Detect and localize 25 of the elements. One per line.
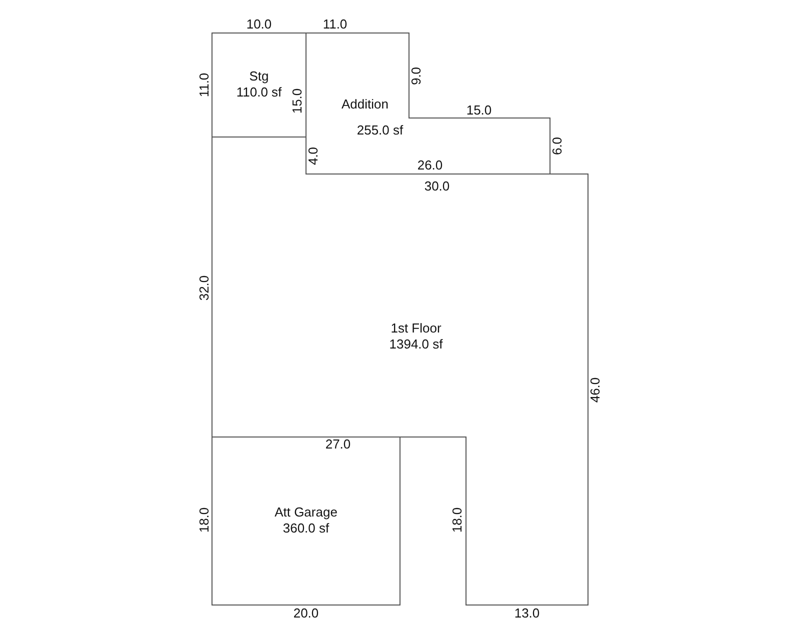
dimension-label: 11.0 xyxy=(322,18,348,30)
dimension-label: 27.0 xyxy=(325,438,351,450)
room-name: Addition xyxy=(342,98,388,110)
dimension-label: 18.0 xyxy=(450,507,464,533)
room-name: Att Garage xyxy=(274,506,338,518)
dimension-label: 10.0 xyxy=(246,18,272,30)
room-name: 1st Floor xyxy=(390,322,442,334)
dimension-label: 26.0 xyxy=(417,158,443,172)
dimension-label: 9.0 xyxy=(410,66,422,86)
dimension-label: 6.0 xyxy=(550,136,564,156)
dimension-label: 15.0 xyxy=(290,88,304,114)
dimension-label: 46.0 xyxy=(588,377,602,403)
dimension-label: 20.0 xyxy=(293,606,319,620)
area-label: 110.0 sf xyxy=(236,86,282,98)
area-label: 1394.0 sf xyxy=(389,338,443,350)
area-label: 360.0 sf xyxy=(282,522,330,534)
dimension-label: 11.0 xyxy=(198,72,210,98)
area-label: 255.0 sf xyxy=(356,124,404,136)
dimension-label: 30.0 xyxy=(424,180,450,192)
room-name: Stg xyxy=(249,70,269,82)
dimension-label: 32.0 xyxy=(198,275,210,301)
dimension-label: 13.0 xyxy=(514,606,540,620)
dimension-label: 4.0 xyxy=(306,146,320,166)
dimension-label: 15.0 xyxy=(466,104,492,116)
dimension-label: 18.0 xyxy=(198,507,210,533)
